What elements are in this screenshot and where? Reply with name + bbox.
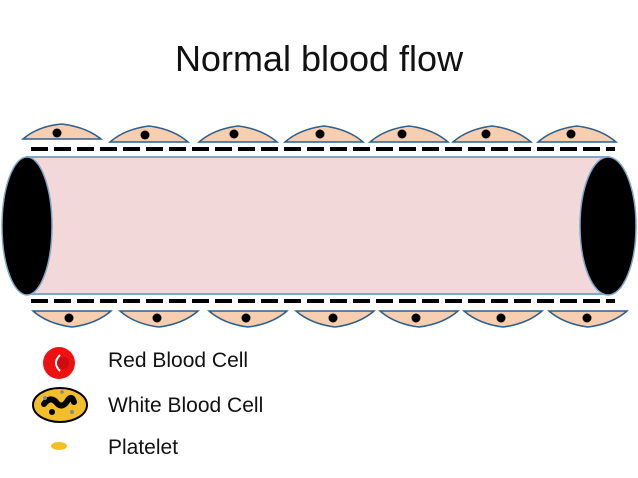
- vessel-lumen: [26, 156, 610, 295]
- endothelial-cell: [196, 125, 280, 143]
- endothelial-cell-body: [20, 123, 104, 140]
- vessel-opening-right: [579, 156, 637, 296]
- nucleus-icon: [64, 313, 74, 323]
- vessel-opening-left: [1, 156, 53, 296]
- nucleus-icon: [481, 129, 491, 139]
- endothelial-cell: [117, 310, 201, 328]
- endothelial-cell-body: [367, 125, 451, 143]
- legend-label-platelet: Platelet: [108, 436, 179, 459]
- endothelial-cell: [450, 125, 534, 143]
- endothelial-cell: [293, 310, 377, 328]
- nucleus-icon: [566, 129, 576, 139]
- endothelial-cells-bottom: [30, 310, 630, 328]
- nucleus-icon: [411, 313, 421, 323]
- nucleus-icon: [397, 129, 407, 139]
- endothelial-cell-body: [535, 125, 619, 143]
- nucleus-icon: [140, 130, 150, 140]
- endothelial-cell: [546, 310, 630, 328]
- legend-red-blood-cell-icon: [43, 347, 75, 379]
- legend-platelet-icon: [51, 442, 67, 450]
- nucleus-icon: [241, 313, 251, 323]
- diagram-title: Normal blood flow: [174, 38, 464, 79]
- nucleus-icon: [229, 129, 239, 139]
- nucleus-icon: [152, 313, 162, 323]
- legend-label-white-blood-cell: White Blood Cell: [108, 394, 264, 417]
- endothelial-cell: [282, 125, 366, 143]
- endothelial-cell: [377, 310, 461, 328]
- endothelial-cell: [30, 310, 114, 328]
- blood-vessel: [1, 156, 637, 296]
- endothelial-cell: [107, 125, 191, 143]
- nucleus-icon: [582, 313, 592, 323]
- nucleus-icon: [496, 313, 506, 323]
- legend-white-blood-cell-icon: [32, 387, 88, 423]
- nucleus-icon: [52, 128, 62, 138]
- endothelial-cells-top: [20, 123, 619, 143]
- nucleus-icon: [328, 313, 338, 323]
- legend-label-red-blood-cell: Red Blood Cell: [108, 349, 249, 372]
- endothelial-cell: [367, 125, 451, 143]
- endothelial-cell: [535, 125, 619, 143]
- endothelial-cell-body: [450, 125, 534, 143]
- endothelial-cell: [20, 123, 104, 140]
- endothelial-cell: [206, 310, 290, 328]
- nucleus-icon: [315, 129, 325, 139]
- endothelial-cell: [461, 310, 545, 328]
